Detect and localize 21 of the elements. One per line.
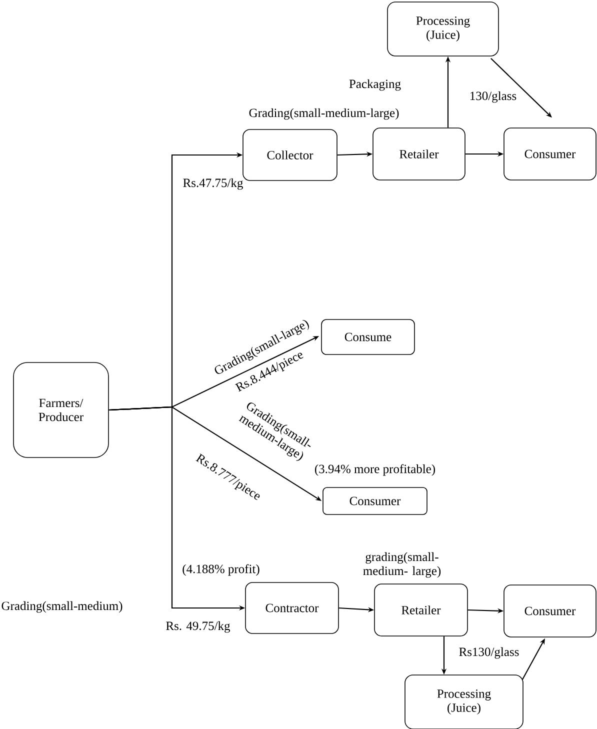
process-box: Consumer (322, 487, 428, 515)
annotation-text: Grading(small-medium) (2, 601, 122, 613)
process-box: Consumer (504, 584, 596, 638)
annotation-text: Packaging (349, 79, 401, 91)
process-box: Contractor (245, 582, 339, 634)
process-box: Consume (321, 319, 415, 355)
process-box: Retailer (374, 584, 468, 636)
annotation-text: (3.94% more profitable) (314, 464, 436, 476)
process-box: Collector (242, 129, 338, 181)
process-box: Farmers/ Producer (13, 362, 109, 458)
annotation-text: Grading(small-medium-large) (249, 108, 399, 120)
annotation-text: Rs. 49.75/kg (166, 621, 230, 633)
process-box: Consumer (504, 128, 596, 180)
process-box: Processing (Juice) (404, 674, 524, 729)
annotation-text: grading(small-medium- large) (363, 552, 441, 578)
edge-label: Rs130/glass (458, 646, 520, 660)
process-box: Processing (Juice) (387, 2, 499, 56)
edge-label: 130/glass (468, 90, 518, 104)
annotation-text: Rs.47.75/kg (183, 178, 243, 190)
annotation-text: (4.188% profit) (182, 564, 260, 576)
process-box: Retailer (372, 128, 466, 180)
